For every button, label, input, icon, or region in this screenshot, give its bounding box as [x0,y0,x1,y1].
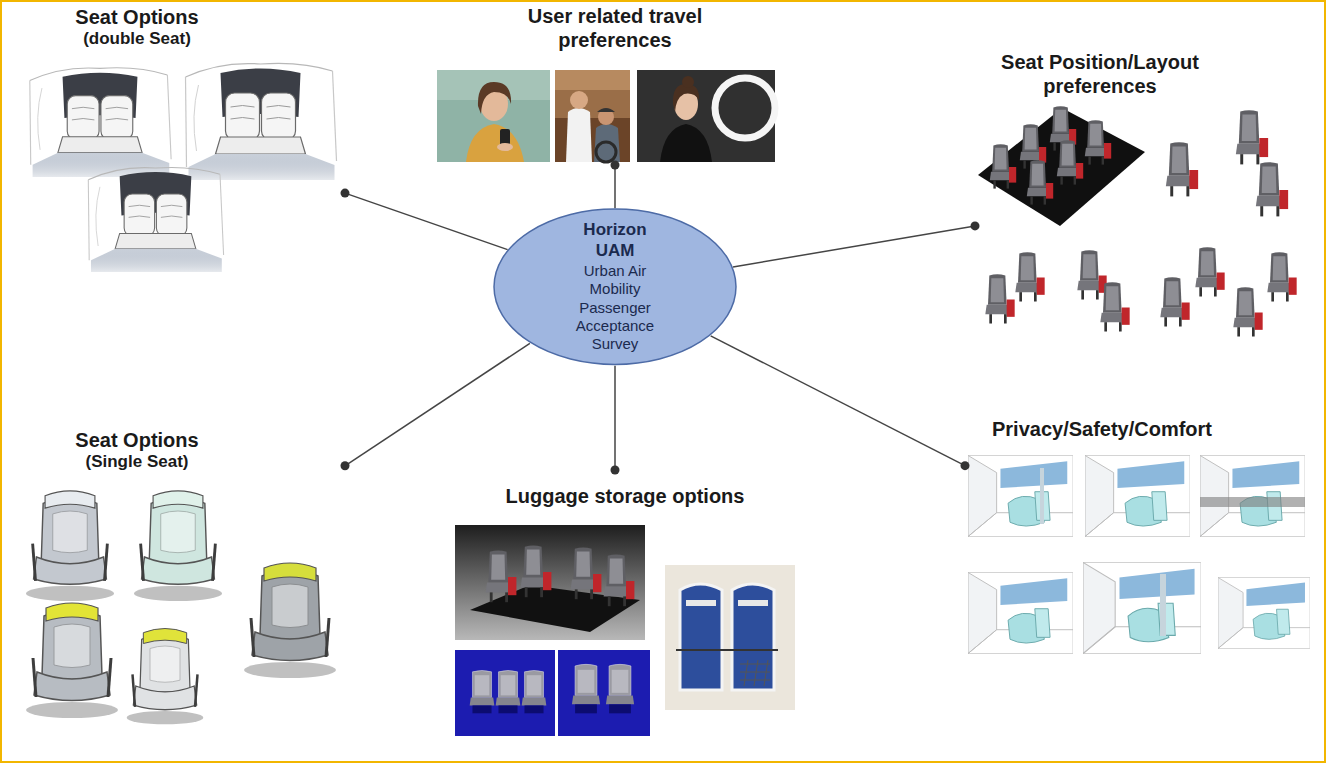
topic-subheading: (double Seat) [67,29,207,50]
luggage-sketch [665,565,795,710]
ringlight-photo [637,70,775,162]
single-seat-sketch [26,491,114,601]
connector-group [341,343,530,470]
connector-group [611,366,620,475]
connector-group [711,336,970,470]
bar-photo [555,70,630,162]
connector-dot [341,189,350,198]
single-seat-sketch [26,603,118,718]
single-seat-sketches [26,491,336,724]
connector-line [345,343,530,465]
traveler-photo [437,70,550,162]
topic-heading: Seat Options [67,5,207,29]
double-seat-sketches [30,63,337,272]
topic-heading-block: Seat Options(double Seat) [67,5,207,50]
topic-heading: Seat Options [67,428,207,452]
double-seat-sketch [30,68,171,177]
connector-line [614,366,616,470]
connector-line [614,165,616,208]
connector-line [733,226,975,267]
double-seat-sketch [186,63,337,180]
hub-title: Horizon UAM [576,220,655,261]
topic-group: User related travel preferences [437,4,775,165]
hub-ellipse: Horizon UAMUrban Air Mobility Passenger … [493,208,737,365]
hub-ellipse-outline [494,209,736,364]
topic-heading-block: Seat Options(Single Seat) [67,428,207,473]
connector-group [611,161,620,209]
single-seat-sketch [134,491,222,601]
topic-heading: Seat Position/Layout preferences [975,50,1225,99]
topic-heading: Luggage storage options [455,484,795,508]
topic-heading-block: Luggage storage options [455,484,795,508]
connector-dot [611,466,620,475]
connector-dot [961,461,970,470]
connector-line [345,193,508,250]
topic-group: Seat Options(Single Seat) [15,425,345,725]
luggage-render-blue [455,650,650,736]
connector-group [733,221,980,267]
topic-group: Seat Options(double Seat) [25,5,345,270]
topic-heading-block: User related travel preferences [500,4,730,53]
double-seat-sketch [88,167,223,272]
connector-dot [971,221,980,230]
connector-group [341,189,508,250]
topic-heading: User related travel preferences [500,4,730,53]
topic-group: Privacy/Safety/Comfort [965,415,1315,695]
seat-layout-renders [978,106,1297,336]
connector-line [711,336,965,466]
topic-group: Luggage storage options [455,470,795,735]
topic-group: Seat Position/Layout preferences [975,50,1310,345]
single-seat-sketch [127,629,204,725]
topic-heading: Privacy/Safety/Comfort [967,417,1237,441]
connector-dot [611,161,620,170]
topic-subheading: (Single Seat) [67,452,207,473]
privacy-cabins [968,455,1310,653]
hub-text-block: Horizon UAMUrban Air Mobility Passenger … [576,220,655,353]
luggage-render [455,525,645,640]
topic-heading-block: Seat Position/Layout preferences [975,50,1225,99]
topic-heading-block: Privacy/Safety/Comfort [967,417,1237,441]
connector-dot [341,461,350,470]
single-seat-sketch [244,563,336,678]
hub-subtitle: Urban Air Mobility Passenger Acceptance … [576,262,655,353]
